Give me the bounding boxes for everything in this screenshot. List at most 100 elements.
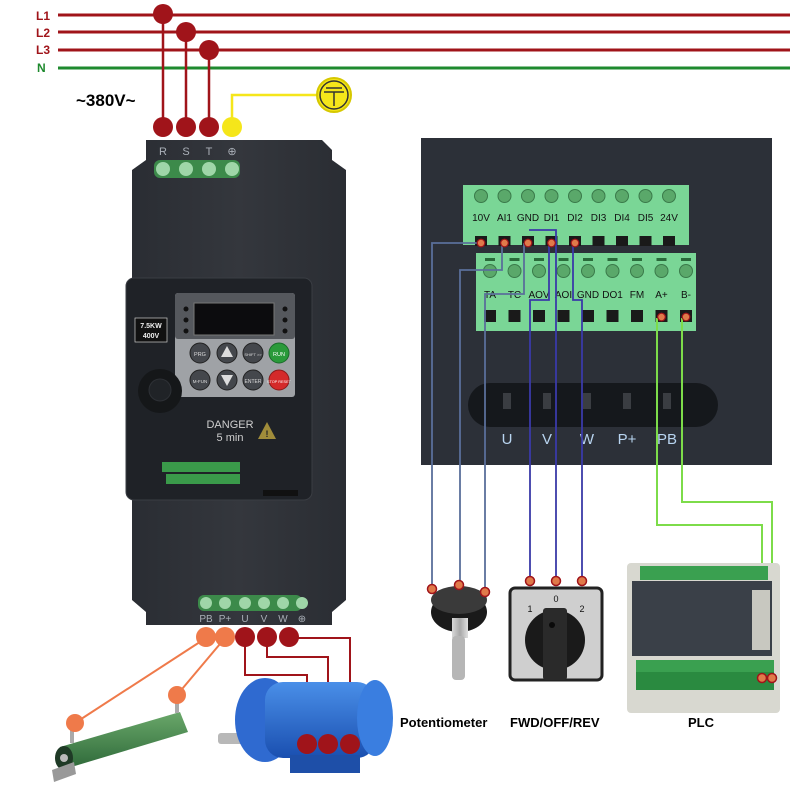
terminal-label-pe-in: ⊕ (227, 146, 236, 158)
brake-resistor (52, 695, 188, 782)
plc-terminal-a (756, 672, 768, 684)
wired-terminal-di2 (570, 238, 580, 248)
screw-tc (507, 264, 522, 278)
node-pb (196, 627, 216, 647)
run-button[interactable]: RUN (268, 342, 290, 364)
terminal-socket[interactable] (484, 310, 496, 322)
power-terminal-label: P+ (618, 431, 637, 448)
terminal-socket[interactable] (533, 310, 545, 322)
stop-reset-button[interactable]: STOP RESET (267, 369, 292, 391)
screw-b- (679, 264, 693, 278)
terminal-socket[interactable] (639, 236, 652, 246)
wired-terminal-aplus (657, 312, 666, 322)
voltage-label: ~380V~ (76, 91, 136, 110)
terminal-label-bottom: B- (681, 290, 691, 301)
warning-triangle-icon: ! (258, 422, 276, 439)
node-r (153, 117, 173, 137)
mfun-button[interactable]: M-FUN (189, 369, 211, 391)
direction-switch[interactable]: 1 0 2 (508, 575, 604, 682)
power-terminal (583, 393, 591, 409)
svg-text:RUN: RUN (273, 352, 285, 358)
shift-button[interactable]: SHIFT >> (242, 342, 264, 364)
terminal-socket[interactable] (663, 236, 675, 246)
motor (218, 678, 393, 773)
terminal-label-pb: PB (199, 614, 213, 625)
screw-24v (662, 189, 676, 203)
svg-text:SHIFT >>: SHIFT >> (244, 352, 262, 357)
potentiometer[interactable] (426, 579, 491, 681)
terminal-label-bottom: TA (484, 290, 496, 301)
line-label-n: N (37, 61, 46, 75)
node-resistor-1 (66, 714, 84, 732)
terminal-socket[interactable] (631, 310, 643, 322)
down-button[interactable] (216, 369, 238, 391)
terminal-label-bottom: AOV (528, 290, 549, 301)
wire-pot-ai1 (459, 243, 503, 585)
node-u (235, 627, 255, 647)
terminal-label-pe-out: ⊕ (298, 614, 306, 625)
screw-di3 (591, 189, 606, 203)
enter-button[interactable]: ENTER (242, 369, 264, 391)
terminal-label-top: GND (517, 213, 539, 224)
speed-knob[interactable] (138, 369, 182, 413)
terminal-marker (485, 258, 495, 261)
terminal-label-u: U (241, 614, 248, 625)
prg-button[interactable]: PRG (189, 342, 211, 364)
wire-pplus-resistor (176, 637, 226, 696)
input-wiring (153, 4, 352, 137)
node-w (279, 627, 299, 647)
terminal-socket[interactable] (616, 236, 628, 246)
plc-terminal-b (766, 672, 778, 684)
terminal-label-bottom: AOI (555, 290, 572, 301)
rating-power: 7.5KW (140, 323, 162, 330)
terminal-socket[interactable] (557, 310, 570, 322)
terminal-socket[interactable] (508, 310, 521, 322)
terminal-label-s: S (182, 146, 189, 158)
screw-ai1 (497, 189, 512, 203)
warning-subtitle: 5 min (217, 432, 244, 444)
terminal-marker (534, 258, 544, 261)
terminal-socket[interactable] (592, 236, 605, 246)
terminal-label-top: 10V (472, 213, 490, 224)
terminal-label-t: T (206, 146, 213, 158)
wired-terminal-bminus (681, 312, 691, 322)
power-terminal (503, 393, 511, 409)
wire-sw-di1 (529, 243, 550, 580)
terminal-marker (583, 258, 593, 261)
power-terminal-label: U (502, 431, 513, 448)
node-motor-u (297, 734, 317, 754)
wired-terminal-di1 (547, 238, 556, 248)
vent-slot (263, 490, 298, 496)
terminal-label-top: DI2 (567, 213, 583, 224)
terminal-socket[interactable] (582, 310, 594, 322)
up-button[interactable] (216, 342, 238, 364)
svg-text:M-FUN: M-FUN (193, 379, 208, 384)
plc-label: PLC (688, 715, 715, 730)
terminal-label-bottom: GND (577, 290, 599, 301)
wire-pb-resistor (74, 637, 207, 724)
terminal-socket[interactable] (606, 310, 619, 322)
terminal-label-pplus: P+ (219, 614, 232, 625)
control-terminal-block-small (162, 462, 240, 484)
screw-ta (483, 264, 497, 278)
terminal-label-top: DI1 (544, 213, 560, 224)
power-terminal (663, 393, 671, 409)
screw-a+ (654, 264, 669, 278)
line-label-l2: L2 (36, 26, 50, 40)
led-display[interactable] (193, 302, 275, 336)
rating-label: 7.5KW 400V (134, 317, 168, 343)
plc[interactable] (627, 563, 780, 713)
power-terminal (623, 393, 631, 409)
terminal-marker (509, 258, 520, 261)
screw-gnd (521, 189, 535, 203)
screw-fm (630, 264, 644, 278)
terminal-label-bottom: A+ (655, 290, 668, 301)
node-motor-w (340, 734, 360, 754)
wired-terminal-gnd (523, 238, 533, 248)
screw-di1 (544, 189, 559, 203)
terminal-marker (558, 258, 569, 261)
terminal-marker (656, 258, 667, 261)
terminal-marker (607, 258, 618, 261)
svg-text:ENTER: ENTER (245, 379, 262, 385)
